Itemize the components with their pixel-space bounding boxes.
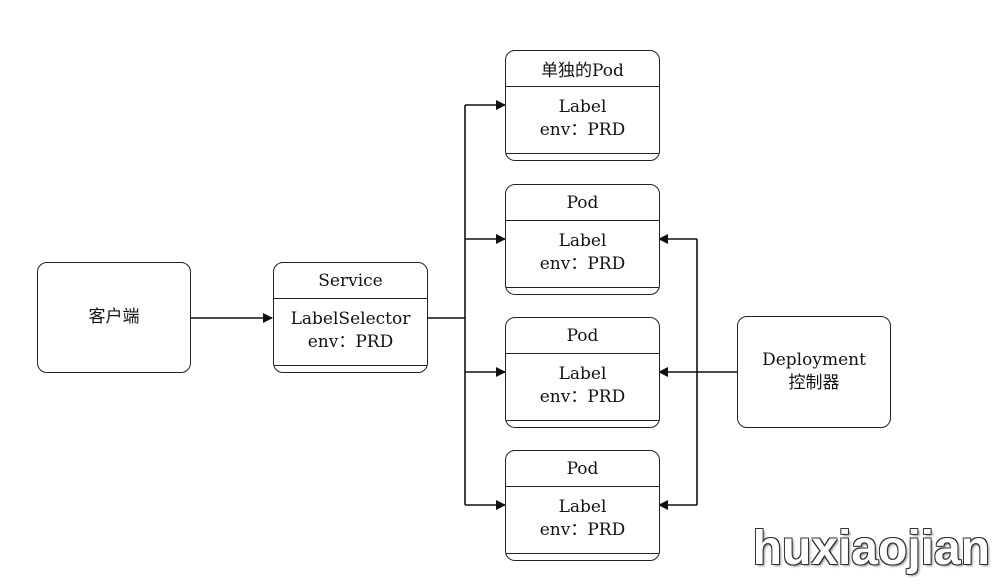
pod-3-footer-line	[506, 420, 659, 421]
pod-node-2: Pod Label env：PRD	[505, 184, 660, 295]
pod-3-label-value: env：PRD	[539, 386, 626, 407]
service-selector-label: LabelSelector	[290, 309, 411, 329]
service-footer-line	[274, 365, 427, 366]
pod-2-title: Pod	[506, 185, 659, 221]
pod-1-title: 单独的Pod	[506, 51, 659, 87]
pod-node-4: Pod Label env：PRD	[505, 450, 660, 561]
service-title: Service	[274, 263, 427, 299]
pod-3-label-section: Label env：PRD	[506, 354, 659, 409]
client-node: 客户端	[37, 262, 191, 373]
pod-4-label-title: Label	[558, 497, 607, 517]
service-node: Service LabelSelector env：PRD	[273, 262, 428, 373]
deployment-label-group: Deployment 控制器	[762, 349, 866, 395]
client-label: 客户端	[88, 307, 140, 328]
pod-2-label-value: env：PRD	[539, 253, 626, 274]
pod-2-label-title: Label	[558, 231, 607, 251]
watermark-text: huxiaojian	[752, 522, 990, 575]
service-selector-section: LabelSelector env：PRD	[274, 299, 427, 354]
pod-4-footer-line	[506, 553, 659, 554]
pod-1-label-section: Label env：PRD	[506, 87, 659, 142]
pod-2-label-section: Label env：PRD	[506, 221, 659, 276]
pod-3-title: Pod	[506, 318, 659, 354]
deployment-label-line-1: Deployment	[762, 350, 866, 371]
pod-4-title: Pod	[506, 451, 659, 487]
pod-4-label-value: env：PRD	[539, 519, 626, 540]
service-selector-value: env：PRD	[307, 331, 394, 352]
pod-node-1: 单独的Pod Label env：PRD	[505, 50, 660, 161]
pod-3-label-title: Label	[558, 364, 607, 384]
pod-node-3: Pod Label env：PRD	[505, 317, 660, 428]
pod-4-label-section: Label env：PRD	[506, 487, 659, 542]
pod-1-label-value: env：PRD	[539, 119, 626, 140]
deployment-label-line-2: 控制器	[788, 373, 840, 393]
deployment-controller-node: Deployment 控制器	[737, 316, 891, 428]
pod-1-footer-line	[506, 153, 659, 154]
pod-1-label-title: Label	[558, 97, 607, 117]
pod-2-footer-line	[506, 287, 659, 288]
